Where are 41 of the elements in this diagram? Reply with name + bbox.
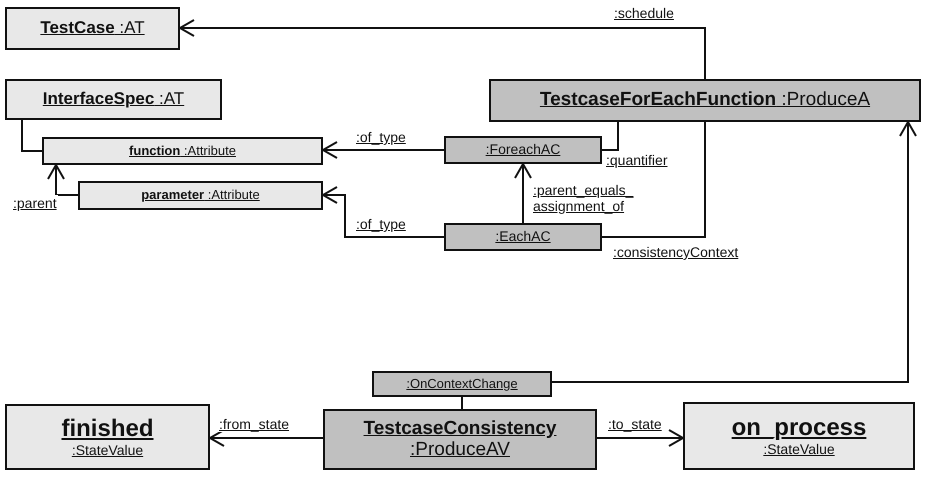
object-name: parameter :Attribute: [141, 188, 260, 203]
connector-arrow: [322, 141, 444, 159]
object-type: :ProduceAV: [410, 440, 510, 460]
edge-label: :from_state: [218, 416, 290, 432]
connector-arrow: [602, 122, 619, 151]
connector-arrow: [21, 120, 42, 152]
object-name: :EachAC: [495, 229, 551, 245]
edge-label: :parent: [12, 195, 58, 212]
connector-arrow: [322, 186, 444, 238]
edge-label: :schedule: [613, 5, 675, 22]
object-type: :StateValue: [763, 442, 835, 457]
object-box: [5, 404, 210, 470]
connector-arrow: [552, 121, 917, 383]
connector-arrow: [47, 164, 78, 196]
object-name: :OnContextChange: [406, 376, 518, 392]
object-type: :StateValue: [72, 442, 144, 458]
object-box: [42, 137, 323, 165]
connector-arrow: [514, 163, 532, 223]
edge-label: :consistencyContext: [612, 244, 740, 260]
object-name: function :Attribute: [129, 144, 236, 158]
object-name: TestcaseForEachFunction :ProduceA: [540, 90, 870, 111]
object-box: [5, 79, 222, 120]
connector-arrow: [179, 19, 706, 79]
object-box: [323, 409, 597, 470]
object-box: [5, 7, 180, 50]
object-box: [444, 136, 602, 164]
object-box: [489, 79, 921, 122]
object-name: finished: [61, 416, 154, 442]
object-name: :ForeachAC: [486, 142, 560, 158]
object-box: [444, 223, 602, 251]
edge-label: :quantifier: [605, 152, 668, 168]
edge-label: :of_type: [355, 216, 407, 232]
object-box: [372, 371, 552, 397]
object-box: [78, 181, 323, 210]
object-name: TestCase :AT: [40, 19, 145, 38]
connector-arrow: [597, 429, 684, 447]
edge-label: :of_type: [355, 129, 407, 146]
object-name: on_process: [732, 415, 866, 442]
object-name: InterfaceSpec :AT: [42, 90, 184, 109]
object-name: TestcaseConsistency: [364, 418, 556, 440]
object-box: [683, 402, 915, 470]
